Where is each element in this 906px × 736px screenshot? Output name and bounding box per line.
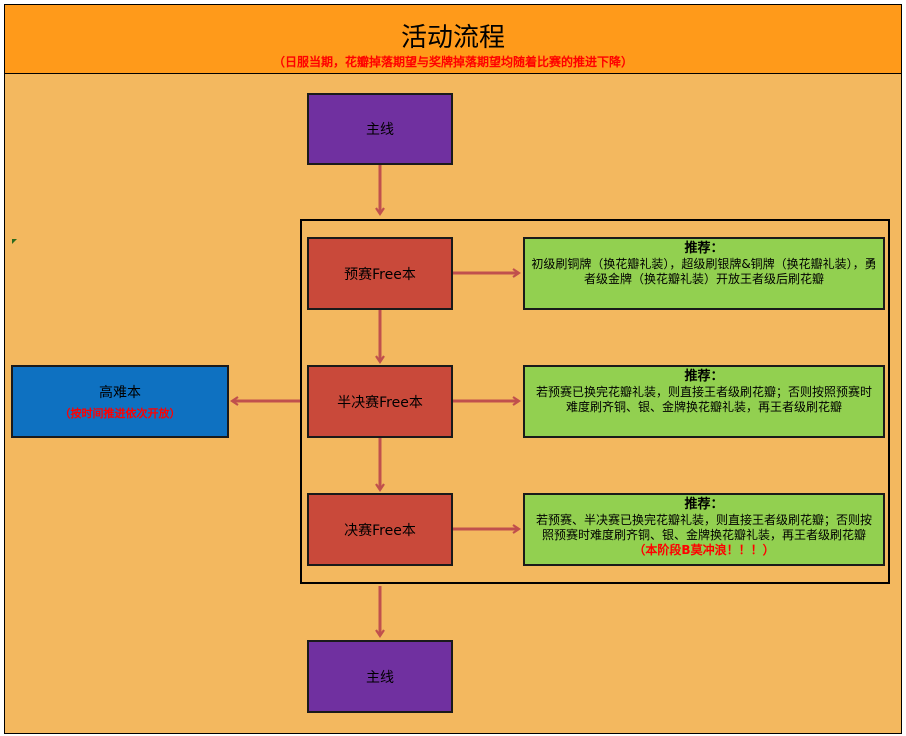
final-recommendation-heading: 推荐：: [684, 497, 724, 512]
final-recommendation-text: 若预赛、半决赛已换完花瓣礼装，则直接王者级刷花瓣；否则按照预赛时难度刷齐铜、银、…: [531, 513, 877, 558]
prelim-free-node: 预赛Free本: [307, 237, 453, 310]
hard-quest-note: （按时间推进依次开放）: [59, 407, 181, 420]
semifinal-recommendation-text: 若预赛已换完花瓣礼装，则直接王者级刷花瓣；否则按照预赛时难度刷齐铜、银、金牌换花…: [535, 385, 872, 414]
final-recommendation-body: 若预赛、半决赛已换完花瓣礼装，则直接王者级刷花瓣；否则按照预赛时难度刷齐铜、银、…: [535, 513, 872, 542]
main-story-top-node: 主线: [307, 93, 453, 165]
prelim-free-label: 预赛Free本: [344, 266, 416, 283]
final-recommendation-note: （本阶段B莫冲浪！！！）: [633, 543, 775, 557]
semifinal-recommendation-box: 推荐： 若预赛已换完花瓣礼装，则直接王者级刷花瓣；否则按照预赛时难度刷齐铜、银、…: [523, 365, 885, 438]
main-story-bottom-label: 主线: [366, 669, 394, 686]
corner-marker-icon: [12, 239, 17, 244]
hard-quest-label: 高难本: [99, 385, 141, 401]
prelim-recommendation-box: 推荐： 初级刷铜牌（换花瓣礼装），超级刷银牌&铜牌（换花瓣礼装），勇者级金牌（换…: [523, 237, 885, 310]
page-title: 活动流程: [400, 23, 505, 53]
semifinal-free-node: 半决赛Free本: [307, 365, 453, 438]
final-free-label: 决赛Free本: [344, 522, 416, 539]
prelim-recommendation-text: 初级刷铜牌（换花瓣礼装），超级刷银牌&铜牌（换花瓣礼装），勇者级金牌（换花瓣礼装…: [531, 257, 877, 286]
main-story-top-label: 主线: [366, 122, 394, 138]
hard-quest-node: 高难本 （按时间推进依次开放）: [11, 365, 229, 438]
semifinal-free-label: 半决赛Free本: [337, 394, 423, 411]
main-story-bottom-node: 主线: [307, 640, 453, 713]
final-recommendation-box: 推荐： 若预赛、半决赛已换完花瓣礼装，则直接王者级刷花瓣；否则按照预赛时难度刷齐…: [523, 493, 885, 566]
header-banner: 活动流程 （日服当期，花瓣掉落期望与奖牌掉落期望均随着比赛的推进下降）: [4, 4, 902, 74]
page-subtitle: （日服当期，花瓣掉落期望与奖牌掉落期望均随着比赛的推进下降）: [272, 55, 633, 69]
prelim-recommendation-heading: 推荐：: [684, 241, 724, 256]
competition-stage-frame: [300, 219, 890, 584]
final-free-node: 决赛Free本: [307, 493, 453, 566]
semifinal-recommendation-heading: 推荐：: [684, 369, 724, 384]
